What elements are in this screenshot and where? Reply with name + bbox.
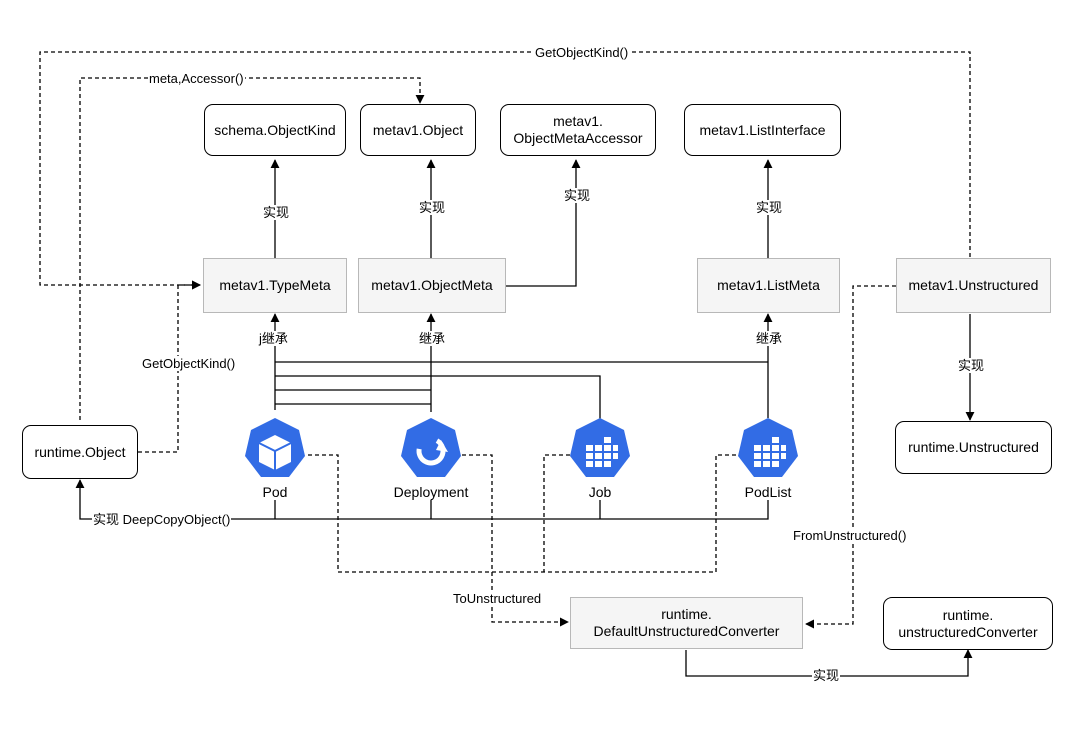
edge-tounstructured-loop <box>308 454 738 573</box>
edge-tounstructured <box>462 454 569 627</box>
resource-label-pod: Pod <box>262 484 288 500</box>
node-metav1-objectmeta: metav1.ObjectMeta <box>358 258 506 313</box>
node-metav1-unstructured: metav1.Unstructured <box>896 258 1051 313</box>
node-metav1-typemeta: metav1.TypeMeta <box>203 258 347 313</box>
inherit-bar-2 <box>275 375 601 420</box>
edge-tounstructured-job <box>543 454 570 572</box>
node-runtime-unstructured: runtime.Unstructured <box>895 421 1052 474</box>
edge-fromunstructured <box>805 285 896 629</box>
node-metav1-listmeta: metav1.ListMeta <box>697 258 840 313</box>
kubernetes-job-icon <box>570 418 630 477</box>
edge-label-inherit-typemeta: j继承 <box>258 331 289 346</box>
edge-label-inherit-objectmeta: 继承 <box>418 331 447 346</box>
edge-getobjectkind-left <box>138 280 201 453</box>
node-metav1-object: metav1.Object <box>360 104 476 156</box>
resource-label-job: Job <box>588 484 612 500</box>
edge-objectmeta-accessor <box>506 159 581 287</box>
edge-label-meta-accessor: meta,Accessor() <box>148 71 245 86</box>
kubernetes-deployment-icon <box>401 418 461 477</box>
edge-label-fromunstructured: FromUnstructured() <box>792 528 908 543</box>
edge-label-impl-listmeta: 实现 <box>755 200 784 215</box>
node-runtime-object: runtime.Object <box>22 425 138 479</box>
edge-label-impl-converter: 实现 <box>812 668 841 683</box>
edge-label-impl-accessor: 实现 <box>563 188 592 203</box>
edge-label-tounstructured: ToUnstructured <box>452 591 543 606</box>
edge-label-inherit-listmeta: 继承 <box>755 331 784 346</box>
resource-label-podlist: PodList <box>744 484 792 500</box>
kubernetes-podlist-icon <box>738 418 798 477</box>
resource-label-deployment: Deployment <box>393 484 469 500</box>
edge-deepcopy <box>75 479 769 520</box>
edge-label-impl-objectmeta: 实现 <box>418 200 447 215</box>
node-runtime-defaultunstructuredconverter: runtime. DefaultUnstructuredConverter <box>570 597 803 649</box>
node-runtime-unstructuredconverter: runtime. unstructuredConverter <box>883 597 1053 650</box>
node-schema-objectkind: schema.ObjectKind <box>204 104 346 156</box>
edge-label-impl-deepcopy: 实现 DeepCopyObject() <box>92 512 232 527</box>
kubernetes-pod-icon <box>245 418 305 477</box>
edge-getobjectkind-top <box>39 51 971 290</box>
node-metav1-objectmetaaccessor: metav1. ObjectMetaAccessor <box>500 104 656 156</box>
edge-meta-accessor <box>79 77 425 420</box>
edge-label-getobjectkind-top: GetObjectKind() <box>534 45 630 60</box>
edge-label-getobjectkind-left: GetObjectKind() <box>141 356 237 371</box>
edge-label-impl-unstructured: 实现 <box>957 358 986 373</box>
node-metav1-listinterface: metav1.ListInterface <box>684 104 841 156</box>
edge-label-impl-typemeta: 实现 <box>262 205 291 220</box>
